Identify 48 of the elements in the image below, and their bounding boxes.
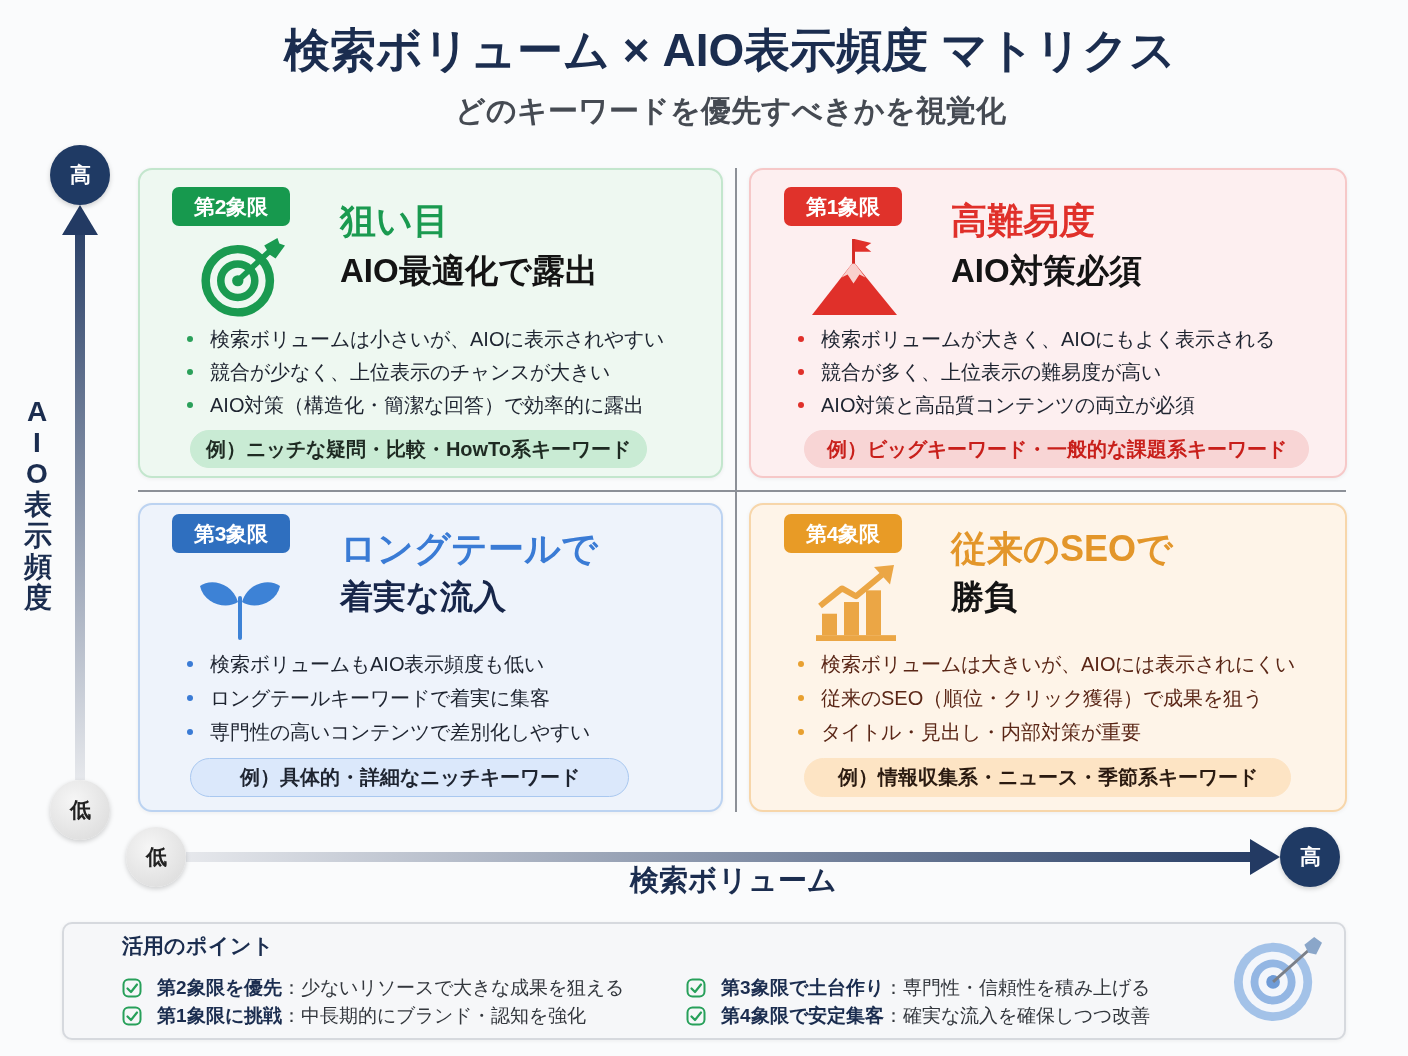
quadrant-box [138, 168, 723, 478]
check-item: 第1象限に挑戦：中長期的にブランド・認知を強化 [157, 1004, 586, 1028]
quadrant-badge: 第4象限 [784, 514, 902, 553]
bullet-item: 従来のSEO（順位・クリック獲得）で成果を狙う [795, 685, 1264, 711]
quadrant-box [749, 168, 1347, 478]
quadrant-badge: 第2象限 [172, 187, 290, 226]
arrow [186, 839, 1280, 875]
quadrant-box [138, 503, 723, 812]
axis-label: 検索ボリューム [629, 864, 837, 898]
level-circle: 低 [50, 780, 110, 840]
bullet-item: AIO対策（構造化・簡潔な回答）で効率的に露出 [184, 392, 645, 418]
subheading: 勝負 [951, 578, 1017, 616]
bullet-item: 競合が少なく、上位表示のチャンスが大きい [184, 359, 610, 385]
level-circle: 高 [1280, 827, 1340, 887]
level-circle: 高 [50, 145, 110, 205]
bullet-item: 専門性の高いコンテンツで差別化しやすい [184, 719, 590, 745]
arrow [62, 205, 98, 780]
bullet-item: 検索ボリュームは小さいが、AIOに表示されやすい [184, 326, 665, 352]
subtitle: どのキーワードを優先すべきかを視覚化 [454, 94, 1006, 129]
example-pill: 例）具体的・詳細なニッチキーワード [190, 758, 629, 797]
heading: 高難易度 [951, 200, 1095, 242]
example-pill: 例）ビッグキーワード・一般的な課題系キーワード [804, 430, 1309, 468]
bullet-item: ロングテールキーワードで着実に集客 [184, 685, 550, 711]
heading: 狙い目 [340, 200, 449, 242]
check-item: 第2象限を優先：少ないリソースで大きな成果を狙える [157, 976, 624, 1000]
check-item: 第3象限で土台作り：専門性・信頼性を積み上げる [721, 976, 1150, 1000]
axis-label: AIO表示頻度 [24, 396, 54, 613]
heading: ロングテールで [340, 528, 598, 570]
check-item: 第4象限で安定集客：確実な流入を確保しつつ改善 [721, 1004, 1150, 1028]
quadrant-box [749, 503, 1347, 812]
example-pill: 例）情報収集系・ニュース・季節系キーワード [804, 758, 1291, 797]
subheading: 着実な流入 [340, 578, 506, 616]
bullet-item: 検索ボリュームが大きく、AIOにもよく表示される [795, 326, 1276, 352]
quadrant-badge: 第3象限 [172, 514, 290, 553]
bullet-item: 競合が多く、上位表示の難易度が高い [795, 359, 1161, 385]
quadrant-badge: 第1象限 [784, 187, 902, 226]
subheading: AIO対策必須 [951, 252, 1142, 290]
bullet-item: タイトル・見出し・内部対策が重要 [795, 719, 1141, 745]
bullet-item: 検索ボリュームもAIO表示頻度も低い [184, 651, 545, 677]
tips-panel [62, 922, 1346, 1040]
bullet-item: AIO対策と高品質コンテンツの両立が必須 [795, 392, 1196, 418]
level-circle: 低 [126, 827, 186, 887]
panel-heading: 活用のポイント [122, 934, 274, 959]
bullet-item: 検索ボリュームは大きいが、AIOには表示されにくい [795, 651, 1296, 677]
subheading: AIO最適化で露出 [340, 252, 598, 290]
example-pill: 例）ニッチな疑問・比較・HowTo系キーワード [190, 430, 647, 468]
title: 検索ボリューム × AIO表示頻度 マトリクス [284, 24, 1176, 77]
heading: 従来のSEOで [951, 528, 1174, 570]
